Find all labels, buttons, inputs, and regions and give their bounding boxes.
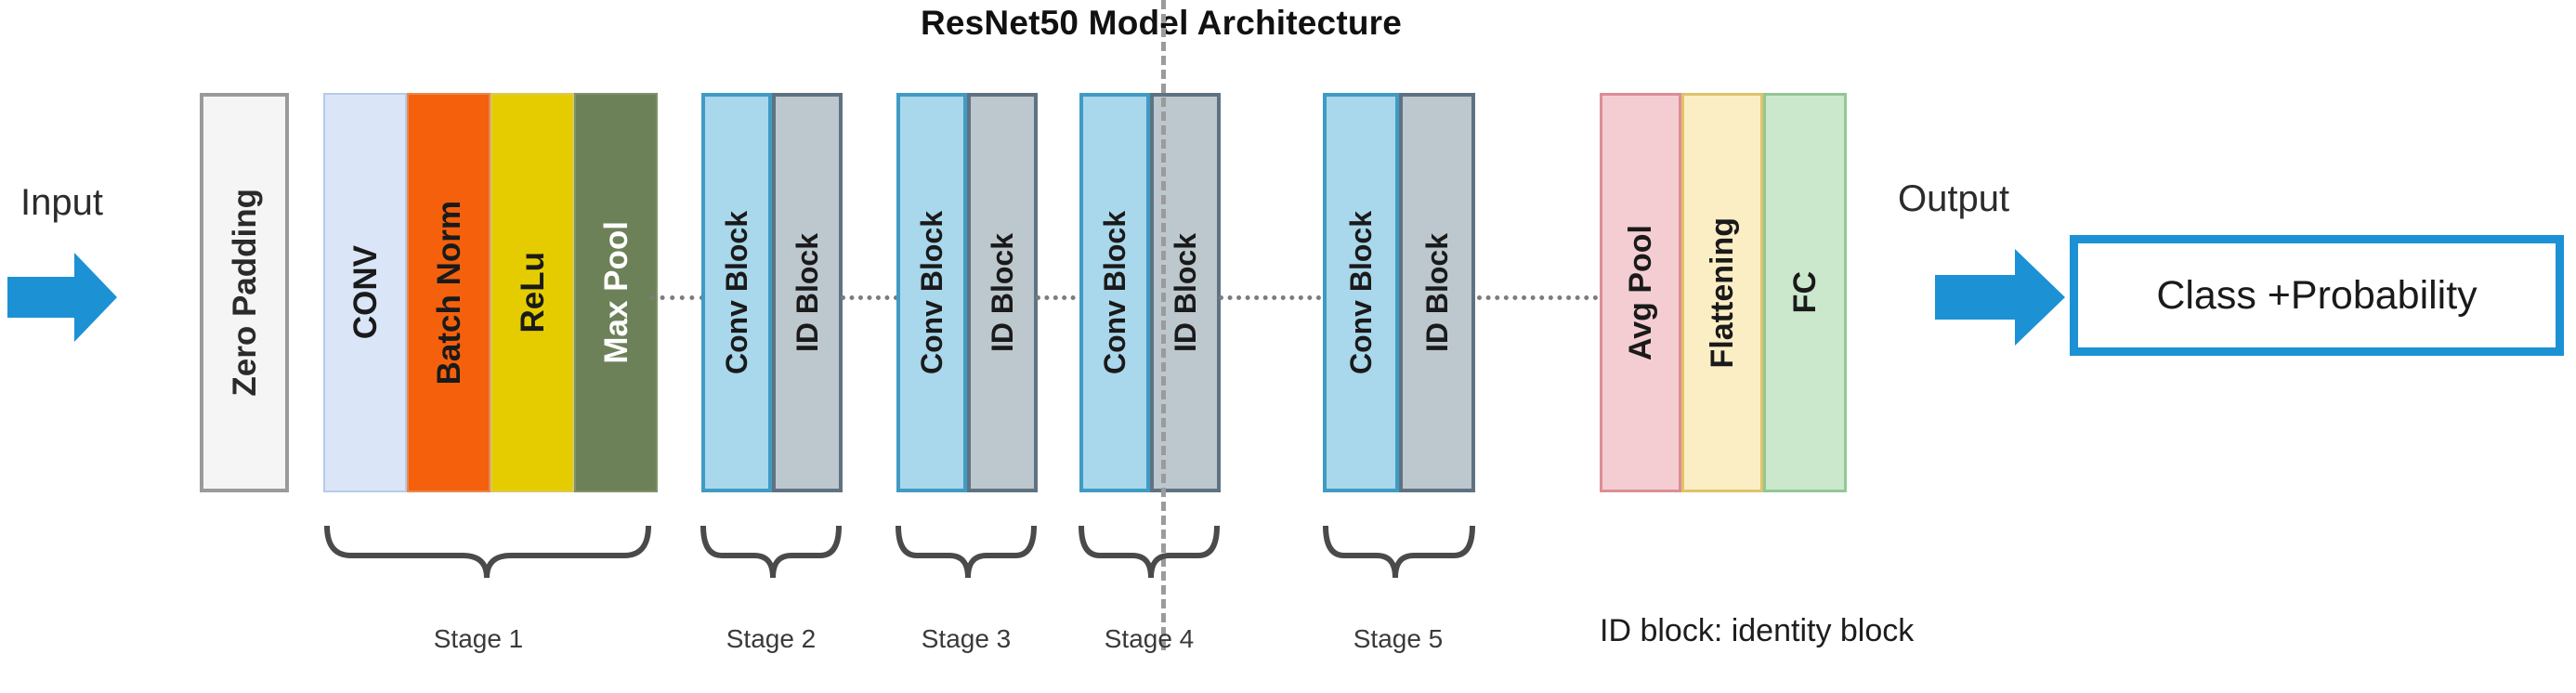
brace-stage-4	[1079, 525, 1220, 579]
avg-pool-block[interactable]: Avg Pool	[1600, 93, 1681, 492]
stage-label-3: Stage 3	[921, 624, 1012, 653]
stage-1-group: CONV Batch Norm ReLu Max Pool	[323, 93, 658, 492]
section-divider-dashed	[1161, 0, 1166, 650]
brace-stage-2	[700, 525, 842, 579]
stage-2-conv-block[interactable]: Conv Block	[701, 93, 772, 492]
connector-dotted-2	[841, 295, 898, 300]
connector-dotted-5	[1477, 295, 1598, 300]
stage-5-group: Conv Block ID Block	[1323, 93, 1475, 492]
input-arrow-icon	[7, 253, 117, 342]
stage-2-id-block[interactable]: ID Block	[772, 93, 843, 492]
connector-dotted-4	[1219, 295, 1321, 300]
input-arrow-shape	[7, 253, 117, 342]
brace-stage-1	[324, 525, 651, 579]
brace-stage-5	[1323, 525, 1475, 579]
output-label: Output	[1898, 178, 2010, 219]
output-arrow-shape	[1935, 249, 2065, 346]
stage-3-conv-block[interactable]: Conv Block	[896, 93, 967, 492]
page-title: ResNet50 Model Architecture	[920, 4, 1403, 42]
fc-block[interactable]: FC	[1763, 93, 1847, 492]
zero-padding-block[interactable]: Zero Padding	[200, 93, 289, 492]
stage-5-id-block[interactable]: ID Block	[1399, 93, 1475, 492]
stage-2-group: Conv Block ID Block	[701, 93, 843, 492]
connector-dotted-1	[650, 295, 704, 300]
stage-4-conv-block[interactable]: Conv Block	[1079, 93, 1150, 492]
stage-label-1: Stage 1	[433, 624, 524, 653]
conv-block-layer[interactable]: CONV	[323, 93, 407, 492]
stage-5-conv-block[interactable]: Conv Block	[1323, 93, 1399, 492]
stage-3-group: Conv Block ID Block	[896, 93, 1038, 492]
relu-block-layer[interactable]: ReLu	[490, 93, 574, 492]
stage-label-5: Stage 5	[1353, 624, 1444, 653]
connector-dotted-3	[1036, 295, 1084, 300]
stage-label-4: Stage 4	[1104, 624, 1195, 653]
input-label: Input	[20, 182, 103, 223]
stage-label-2: Stage 2	[726, 624, 817, 653]
output-result-box[interactable]: Class +Probability	[2070, 235, 2564, 356]
output-arrow-icon	[1935, 249, 2065, 346]
legend-id-block: ID block: identity block	[1600, 613, 1915, 648]
stage-3-id-block[interactable]: ID Block	[967, 93, 1038, 492]
output-result-text: Class +Probability	[2156, 272, 2478, 318]
flattening-block[interactable]: Flattening	[1681, 93, 1763, 492]
batchnorm-block-layer[interactable]: Batch Norm	[407, 93, 490, 492]
tail-group: Avg Pool Flattening FC	[1600, 93, 1847, 492]
brace-stage-3	[896, 525, 1037, 579]
maxpool-block-layer[interactable]: Max Pool	[574, 93, 658, 492]
